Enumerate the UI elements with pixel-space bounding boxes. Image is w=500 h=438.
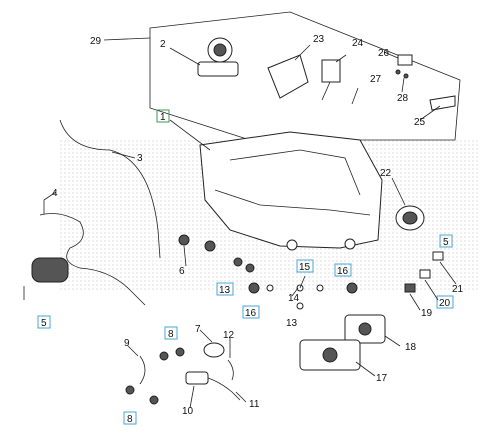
fuel-tank-part	[169, 119, 383, 251]
callout-8b-highlight	[123, 411, 137, 425]
filler-ring-part	[395, 205, 425, 231]
callout-21: 21	[452, 284, 464, 295]
callout-5b-highlight	[37, 315, 51, 329]
callout-7: 7	[195, 324, 201, 335]
callout-5a: 5	[443, 237, 449, 248]
callout-20: 20	[439, 298, 451, 309]
callout-10: 10	[182, 406, 194, 417]
fuel-cap-part	[169, 37, 239, 77]
callout-20-highlight	[436, 295, 454, 309]
callout-5a-highlight	[439, 234, 453, 248]
callout-16b: 16	[245, 308, 257, 319]
callout-13a-highlight	[216, 282, 234, 296]
callout-18: 18	[405, 342, 417, 353]
injector-assembly-part	[299, 339, 361, 371]
callout-16a: 16	[337, 266, 349, 277]
callout-24: 24	[352, 38, 364, 49]
callout-8b: 8	[127, 414, 133, 425]
callout-16a-highlight	[334, 263, 352, 277]
callout-2: 2	[160, 39, 166, 50]
throttle-body-part	[344, 314, 386, 344]
callout-1-highlight	[156, 109, 170, 123]
callout-27: 27	[370, 74, 382, 85]
callout-28: 28	[397, 93, 409, 104]
fuel-sensor-part	[321, 54, 347, 101]
connector-part	[395, 54, 413, 79]
callout-9: 9	[124, 338, 130, 349]
callout-12: 12	[223, 330, 235, 341]
callout-5b: 5	[41, 318, 47, 329]
callout-13b: 13	[286, 318, 298, 329]
callout-29: 29	[90, 36, 102, 47]
callout-17: 17	[376, 373, 388, 384]
callout-15: 15	[299, 262, 311, 273]
callout-8a: 8	[168, 329, 174, 340]
clamps-hoses-group	[125, 342, 241, 405]
subassembly-frame	[149, 11, 461, 141]
bracket-part	[429, 95, 456, 111]
callout-14: 14	[288, 293, 300, 304]
callout-3: 3	[137, 153, 143, 164]
callout-25: 25	[414, 117, 426, 128]
heat-shield-part	[267, 44, 311, 99]
callout-22: 22	[380, 168, 392, 179]
callout-6: 6	[179, 266, 185, 277]
callout-15-highlight	[296, 259, 314, 273]
drain-hose-part	[59, 119, 161, 259]
callout-26: 26	[378, 48, 390, 59]
callout-11: 11	[249, 399, 260, 410]
grommet-part	[178, 234, 216, 252]
bolt-27	[351, 87, 359, 105]
callout-8a-highlight	[164, 326, 178, 340]
callout-4: 4	[52, 188, 58, 199]
callout-13a: 13	[219, 285, 231, 296]
callout-16b-highlight	[242, 305, 260, 319]
fittings-group	[404, 251, 444, 293]
fuel-filter-assembly	[23, 200, 146, 306]
callout-19: 19	[421, 308, 433, 319]
callout-1: 1	[160, 112, 166, 123]
callout-23: 23	[313, 34, 325, 45]
leader-lines	[43, 37, 457, 409]
